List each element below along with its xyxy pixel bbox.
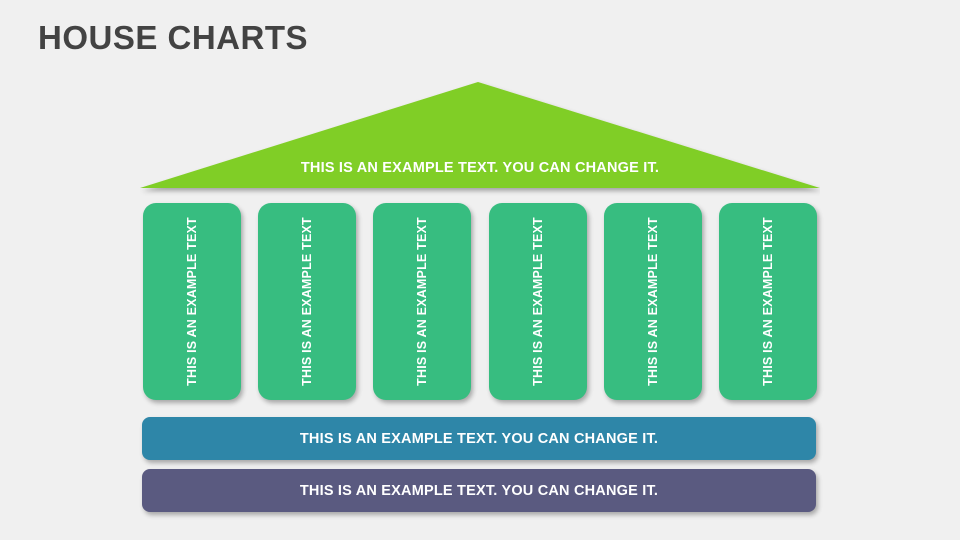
roof-label: THIS IS AN EXAMPLE TEXT. YOU CAN CHANGE … <box>300 160 660 176</box>
column-4-label: THIS IS AN EXAMPLE TEXT <box>530 217 545 386</box>
house-roof[interactable]: THIS IS AN EXAMPLE TEXT. YOU CAN CHANGE … <box>140 74 820 196</box>
page-title: HOUSE CHARTS <box>38 19 309 56</box>
column-5-label: THIS IS AN EXAMPLE TEXT <box>645 217 660 386</box>
base-bar-1[interactable]: THIS IS AN EXAMPLE TEXT. YOU CAN CHANGE … <box>142 417 816 460</box>
column-6-label: THIS IS AN EXAMPLE TEXT <box>760 217 775 386</box>
base-bar-2[interactable]: THIS IS AN EXAMPLE TEXT. YOU CAN CHANGE … <box>142 469 816 512</box>
column-3-label: THIS IS AN EXAMPLE TEXT <box>415 217 430 386</box>
column-1[interactable]: THIS IS AN EXAMPLE TEXT <box>143 203 241 400</box>
column-2-label: THIS IS AN EXAMPLE TEXT <box>300 217 315 386</box>
column-1-label: THIS IS AN EXAMPLE TEXT <box>185 217 199 386</box>
house-columns: THIS IS AN EXAMPLE TEXT THIS IS AN EXAMP… <box>143 203 817 400</box>
column-6[interactable]: THIS IS AN EXAMPLE TEXT <box>718 203 817 400</box>
column-3[interactable]: THIS IS AN EXAMPLE TEXT <box>373 203 472 400</box>
column-2[interactable]: THIS IS AN EXAMPLE TEXT <box>258 203 357 400</box>
column-4[interactable]: THIS IS AN EXAMPLE TEXT <box>488 203 587 400</box>
column-5[interactable]: THIS IS AN EXAMPLE TEXT <box>603 203 702 400</box>
roof-triangle-icon <box>140 82 820 188</box>
